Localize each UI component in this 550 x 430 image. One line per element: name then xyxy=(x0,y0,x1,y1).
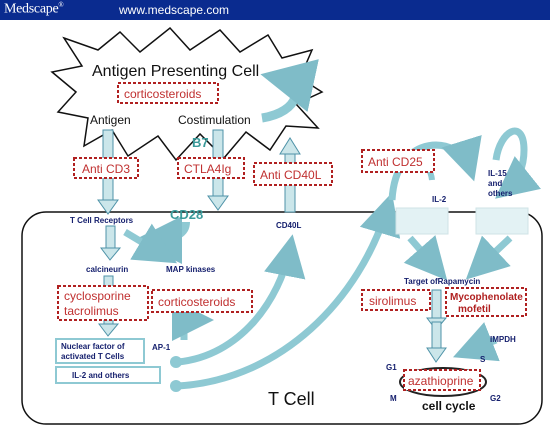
t-cell-label: T Cell xyxy=(268,389,315,409)
il15-label-1: IL-15 xyxy=(488,169,507,178)
nfat-label-2: activated T Cells xyxy=(61,352,125,361)
nfat-box xyxy=(55,338,145,364)
impdh-label: IMPDH xyxy=(490,335,516,344)
cd40l-label: CD40L xyxy=(276,221,301,230)
registered-mark: ® xyxy=(58,1,64,9)
calcineurin-inhibitor-box xyxy=(57,285,149,321)
tcr-arrow-shaft xyxy=(105,225,116,251)
mmf-arrow-head xyxy=(426,347,447,363)
sirolimus-label: sirolimus xyxy=(369,294,416,308)
il2r-to-tor-arrow xyxy=(403,235,448,281)
antigen-label: Antigen xyxy=(90,113,131,127)
ap1-label: AP-1 xyxy=(152,343,171,352)
t-cell-receptors-label: T Cell Receptors xyxy=(70,216,134,225)
receptor-curve-arrow xyxy=(134,215,190,264)
nfat-label-1: Nuclear factor of xyxy=(61,342,125,351)
costim-arrow-head xyxy=(207,195,229,211)
s-phase-label: S xyxy=(480,355,486,364)
immunosuppression-diagram: Antigen Presenting Cell corticosteroids … xyxy=(21,26,543,425)
curve-to-il2 xyxy=(177,192,401,390)
curve-to-cd40l xyxy=(177,234,306,366)
cell-cycle-ellipse xyxy=(399,367,487,397)
mmf-arrow-shaft xyxy=(431,321,442,351)
anti-cd25-label: Anti CD25 xyxy=(368,155,423,169)
mycophenolate-label-2: mofetil xyxy=(458,304,491,315)
map-arrow xyxy=(123,223,178,264)
il15-label-3: others xyxy=(488,189,513,198)
map-ap1-arrow xyxy=(172,299,214,341)
il15-label-2: and xyxy=(488,179,502,188)
azathioprine-box xyxy=(403,369,481,391)
mycophenolate-label-1: Mycophenolate xyxy=(450,292,523,303)
anti-cd40l-label: Anti CD40L xyxy=(260,168,322,182)
medscape-logo: Medscape® xyxy=(4,1,64,18)
cell-cycle-label: cell cycle xyxy=(422,399,476,413)
curve-origin-dot-1 xyxy=(170,356,182,368)
t-cell-outline xyxy=(21,211,543,425)
il15-receptor-block xyxy=(475,207,529,235)
sirolimus-box xyxy=(361,289,431,311)
il2-others-label: IL-2 and others xyxy=(72,371,130,380)
il2-receptor-block xyxy=(395,207,449,235)
impdh-arrow xyxy=(453,322,500,362)
anti-cd40l-box xyxy=(253,162,333,186)
calcineurin-arrow-head xyxy=(98,323,120,337)
anti-cd3-box xyxy=(73,157,139,179)
corticosteroids-label-mid: corticosteroids xyxy=(158,295,235,309)
il15-curve xyxy=(492,127,541,199)
map-kinases-label: MAP kinases xyxy=(166,265,216,274)
g2-phase-label: G2 xyxy=(490,394,501,403)
il15r-to-tor-arrow xyxy=(465,235,513,280)
antigen-arrow-head xyxy=(97,199,119,215)
costimulation-label: Costimulation xyxy=(178,113,251,127)
curve-origin-dot-2 xyxy=(170,380,182,392)
tacrolimus-label: tacrolimus xyxy=(64,304,119,318)
apc-title: Antigen Presenting Cell xyxy=(92,63,259,80)
tcr-arrow-head xyxy=(100,247,122,261)
anti-cd25-box xyxy=(361,149,435,173)
m-phase-label: M xyxy=(390,394,397,403)
ctla4ig-label: CTLA4Ig xyxy=(184,162,231,176)
medscape-banner: Medscape® www.medscape.com xyxy=(0,0,550,20)
cyclosporine-label: cyclosporine xyxy=(64,289,131,303)
mycophenolate-box xyxy=(445,287,527,317)
costim-curve-arrow xyxy=(260,59,319,123)
il2-others-box xyxy=(55,366,161,384)
il2-label: IL-2 xyxy=(432,195,447,204)
medscape-logo-text: Medscape xyxy=(4,1,59,17)
calcineurin-label: calcineurin xyxy=(86,265,128,274)
corticosteroids-label-top: corticosteroids xyxy=(124,87,201,101)
cd40l-arrow-head xyxy=(279,137,301,155)
azathioprine-label: azathioprine xyxy=(408,374,474,388)
cd28-label: CD28 xyxy=(170,207,203,222)
il2-feedback-curve xyxy=(388,134,482,201)
ctla4ig-box xyxy=(177,157,245,179)
tor-arrow-shaft xyxy=(431,289,442,321)
g1-phase-label: G1 xyxy=(386,363,397,372)
b7-label: B7 xyxy=(192,135,209,150)
anti-cd3-label: Anti CD3 xyxy=(82,162,130,176)
corticosteroids-box-mid xyxy=(151,289,253,313)
target-rapamycin-label: Target ofRapamycin xyxy=(404,277,480,286)
banner-url[interactable]: www.medscape.com xyxy=(119,3,230,17)
corticosteroids-box-top xyxy=(117,82,219,104)
